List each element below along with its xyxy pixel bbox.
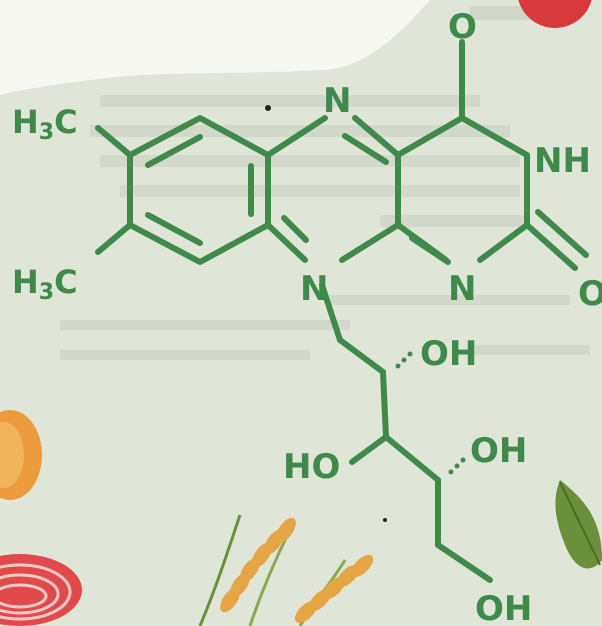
hydroxyl-1-label: OH <box>420 334 477 374</box>
stray-dot-2 <box>383 518 387 522</box>
nitrogen-top-label: N <box>323 81 351 121</box>
orange-slice-icon <box>0 410 42 500</box>
nitrogen-left-label: N <box>300 269 328 309</box>
leaf-icon <box>555 480 602 569</box>
paper-white-area <box>0 0 430 95</box>
stray-dot <box>265 105 271 111</box>
hydroxyl-4-label: OH <box>475 589 532 626</box>
oxygen-right-label: O <box>578 274 602 314</box>
methyl-bottom-label: H3C <box>12 263 78 305</box>
onion-ring-icon <box>0 554 82 626</box>
stereo-hashes <box>395 351 466 475</box>
oxygen-top-label: O <box>448 7 477 47</box>
nh-label: NH <box>534 141 591 181</box>
methyl-top-label: H3C <box>12 103 78 145</box>
molecule-bonds <box>95 39 589 583</box>
background-text <box>60 6 590 360</box>
hydroxyl-2-label: HO <box>283 447 340 487</box>
nitrogen-right-label: N <box>448 269 476 309</box>
hydroxyl-3-label: OH <box>470 431 527 471</box>
red-circle-icon <box>518 0 592 28</box>
wheat-ears-icon <box>198 514 374 626</box>
